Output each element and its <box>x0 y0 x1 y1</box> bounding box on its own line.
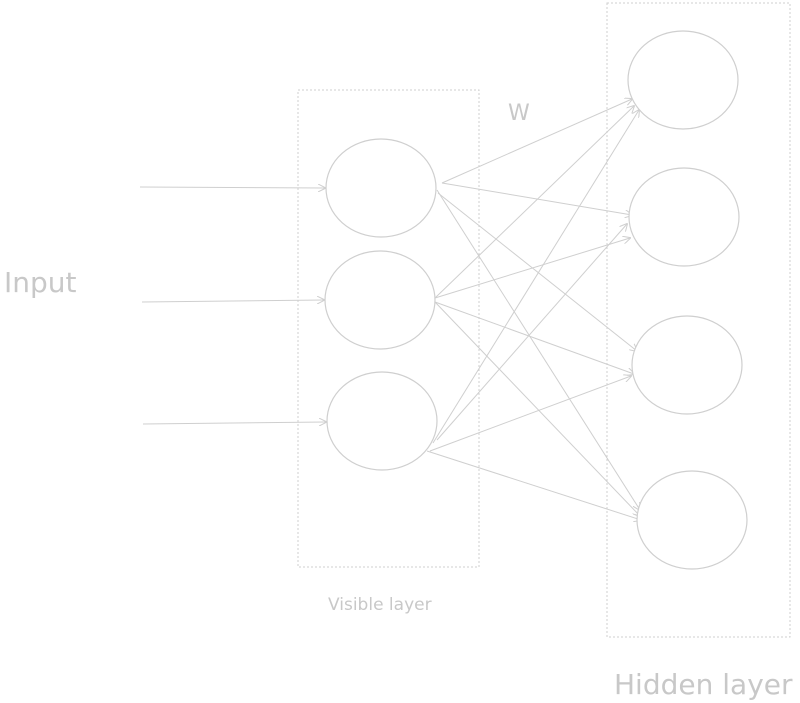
visible-node-2 <box>324 250 436 350</box>
connection-edges <box>426 99 641 520</box>
input-arrow-2 <box>141 300 324 302</box>
edge-3 <box>437 192 637 351</box>
visible-layer-box <box>297 89 480 568</box>
hidden-node-4 <box>636 470 748 570</box>
edge-1 <box>441 99 632 184</box>
input-arrow-3 <box>142 422 326 424</box>
hidden-layer-box <box>606 2 791 638</box>
edge-10 <box>436 224 627 441</box>
edge-6 <box>434 238 630 299</box>
edge-11 <box>429 376 631 452</box>
edge-7 <box>434 301 634 374</box>
edge-12 <box>426 450 641 520</box>
edge-4 <box>436 189 640 510</box>
edge-5 <box>434 106 634 299</box>
input-arrows <box>139 187 326 424</box>
hidden-node-1 <box>627 30 739 130</box>
weights-label: W <box>508 101 530 126</box>
visible-layer-label: Visible layer <box>328 595 432 615</box>
hidden-node-2 <box>628 167 740 267</box>
edge-8 <box>434 301 640 516</box>
input-label: Input <box>4 266 77 299</box>
input-arrow-1 <box>139 187 325 188</box>
edge-9 <box>432 110 639 444</box>
hidden-layer-label: Hidden layer <box>614 668 793 701</box>
visible-node-1 <box>325 138 437 238</box>
visible-node-3 <box>326 371 438 471</box>
hidden-node-3 <box>631 315 743 415</box>
